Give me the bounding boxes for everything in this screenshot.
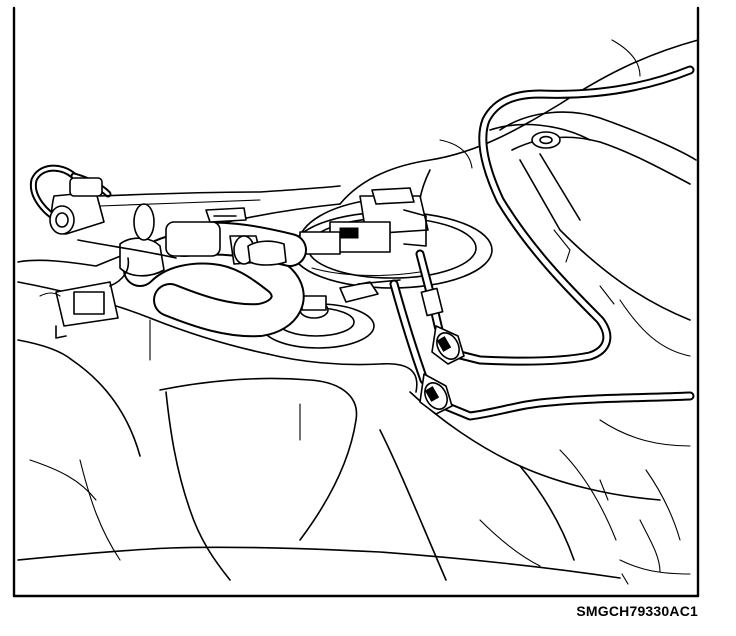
body-details: [29, 39, 661, 585]
illustration-frame: [12, 6, 700, 598]
fuel-pump-module: [291, 187, 493, 289]
quick-connectors: [419, 287, 465, 415]
body-panel: [499, 111, 697, 321]
tank-body-outline: [17, 39, 699, 581]
fuel-lines: [389, 65, 695, 421]
vapor-hose: [119, 203, 401, 338]
figure-id-label: SMGCH79330AC1: [576, 603, 698, 619]
wiring-harness: [29, 164, 341, 339]
